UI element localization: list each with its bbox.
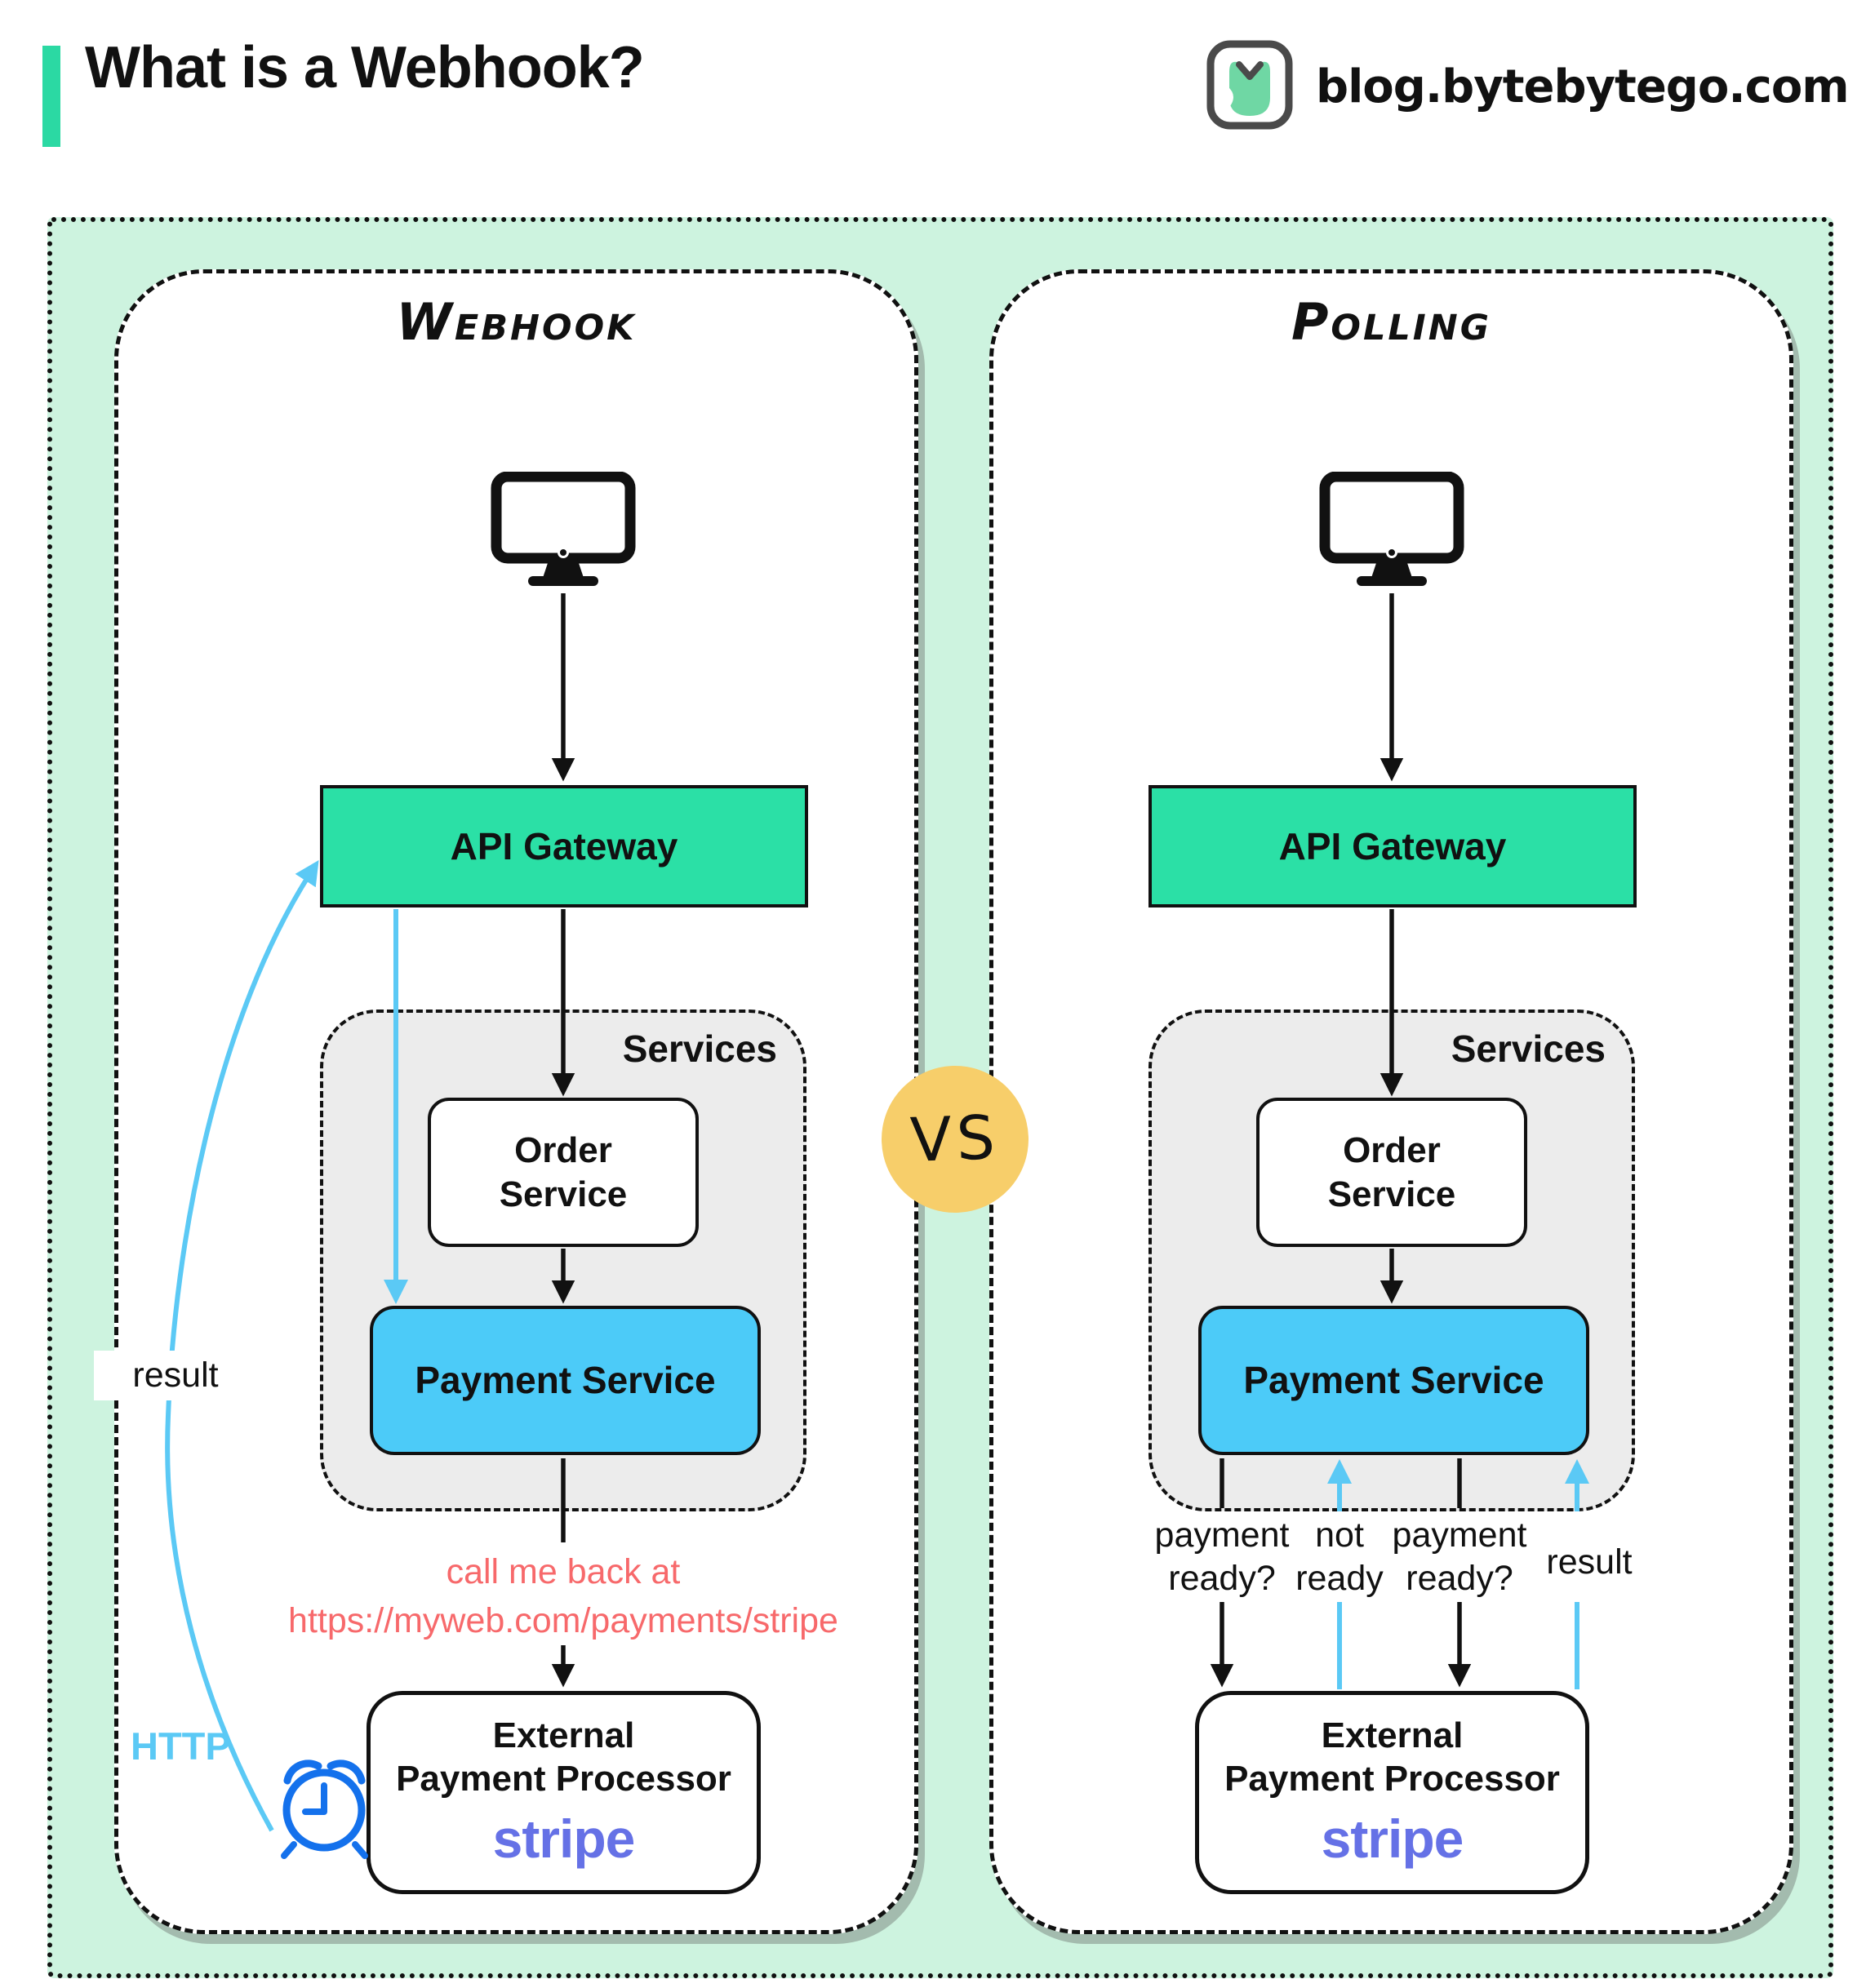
polling-payment-service-label: Payment Service: [1243, 1359, 1544, 1402]
polling-order-service-label-line1: Order: [1343, 1129, 1441, 1170]
page-title: What is a Webhook?: [85, 35, 645, 100]
polling-reply1-line1: not: [1315, 1515, 1364, 1555]
webhook-external-processor-box: External Payment Processor stripe: [367, 1691, 761, 1894]
polling-ask2-label: payment ready?: [1357, 1514, 1562, 1600]
webhook-services-label: Services: [622, 1027, 777, 1070]
webhook-order-service-box: Order Service: [428, 1098, 699, 1247]
stripe-logo-text: stripe: [1321, 1808, 1464, 1869]
bytebytego-owl-icon: [1205, 39, 1295, 135]
polling-order-service-label-line2: Service: [1327, 1174, 1456, 1214]
webhook-callback-note-line1: call me back at: [446, 1552, 681, 1591]
webhook-external-label-line2: Payment Processor: [396, 1759, 731, 1799]
polling-ask1-line2: ready?: [1168, 1559, 1276, 1598]
webhook-external-label-line1: External: [492, 1715, 635, 1755]
polling-payment-service-box: Payment Service: [1198, 1306, 1589, 1455]
polling-reply1-line2: ready: [1295, 1559, 1384, 1598]
polling-reply1-label: not ready: [1270, 1514, 1409, 1600]
webhook-http-label: HTTP: [131, 1724, 231, 1768]
webhook-order-service-label-line1: Order: [514, 1129, 612, 1170]
webhook-panel-title: Webhook: [396, 292, 637, 352]
polling-desktop-monitor-icon: [1314, 471, 1469, 598]
webhook-api-gateway-box: API Gateway: [320, 785, 808, 907]
polling-result-label: result: [1546, 1542, 1633, 1582]
brand: blog.bytebytego.com: [1205, 39, 1850, 135]
polling-api-gateway-box: API Gateway: [1148, 785, 1637, 907]
webhook-result-label: result: [94, 1351, 257, 1400]
polling-ask2-line1: payment: [1392, 1515, 1527, 1555]
polling-ask1-line1: payment: [1154, 1515, 1290, 1555]
polling-ask2-line2: ready?: [1406, 1559, 1513, 1598]
polling-api-gateway-label: API Gateway: [1278, 824, 1507, 868]
polling-external-label-line1: External: [1321, 1715, 1464, 1755]
brand-site-url: blog.bytebytego.com: [1316, 60, 1850, 113]
polling-panel-title: Polling: [1291, 292, 1492, 352]
polling-ask1-label: payment ready?: [1120, 1514, 1324, 1600]
webhook-callback-note: call me back at https://myweb.com/paymen…: [237, 1547, 890, 1645]
polling-external-label-line2: Payment Processor: [1224, 1759, 1560, 1799]
stripe-logo-text: stripe: [492, 1808, 636, 1869]
webhook-order-service-label-line2: Service: [499, 1174, 628, 1214]
webhook-payment-service-label: Payment Service: [415, 1359, 716, 1402]
webhook-payment-service-box: Payment Service: [370, 1306, 761, 1455]
webhook-desktop-monitor-icon: [486, 471, 641, 598]
alarm-clock-icon: [269, 1753, 380, 1867]
polling-order-service-box: Order Service: [1256, 1098, 1527, 1247]
title-accent-bar: [42, 46, 60, 147]
polling-external-processor-box: External Payment Processor stripe: [1195, 1691, 1589, 1894]
webhook-api-gateway-label: API Gateway: [450, 824, 678, 868]
polling-services-label: Services: [1451, 1027, 1606, 1070]
webhook-callback-url: https://myweb.com/payments/stripe: [288, 1601, 838, 1640]
